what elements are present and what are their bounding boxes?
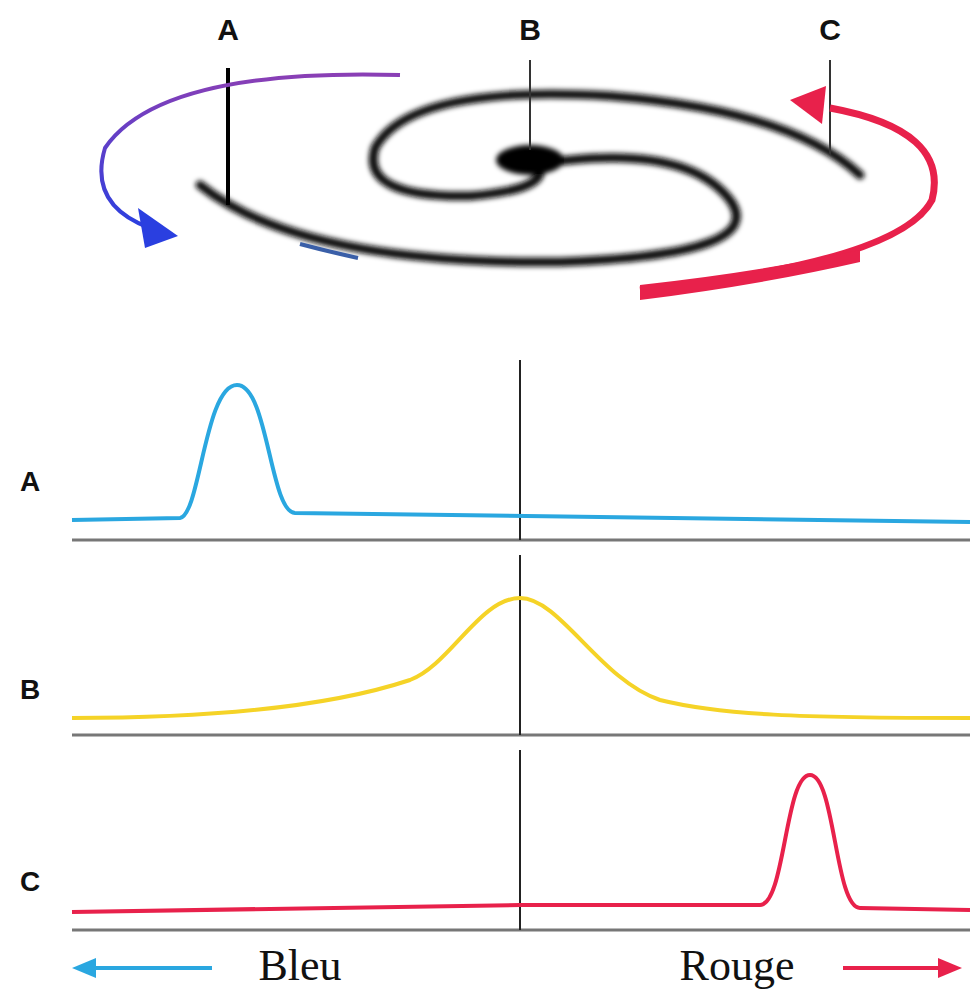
arrowhead: [72, 958, 96, 978]
spectrum-label: B: [20, 676, 40, 704]
direction-label: Rouge: [680, 944, 795, 988]
spectrum-label: C: [20, 868, 40, 896]
rest-wavelength-line: [519, 360, 521, 930]
direction-label: Bleu: [258, 944, 341, 988]
spectrum-curve: [72, 598, 970, 718]
arrowhead: [938, 958, 962, 978]
rotation-arrow: [101, 74, 400, 228]
arrow-tail: [640, 250, 860, 300]
direction-arrow: [90, 966, 212, 970]
direction-arrow: [843, 966, 945, 970]
arrowhead: [790, 86, 826, 124]
leader-line: [226, 68, 230, 205]
rotation-arrow: [640, 108, 934, 290]
spectrum-label: A: [20, 468, 40, 496]
spectrum-axes: [72, 540, 970, 930]
blue-segment: [300, 244, 358, 258]
leader-line: [529, 60, 531, 150]
arrowhead: [138, 208, 178, 248]
point-label: B: [519, 15, 541, 45]
point-label: A: [217, 15, 239, 45]
spectrum-curve: [72, 775, 970, 912]
spectrum-curve: [72, 385, 970, 522]
point-label: C: [819, 15, 841, 45]
